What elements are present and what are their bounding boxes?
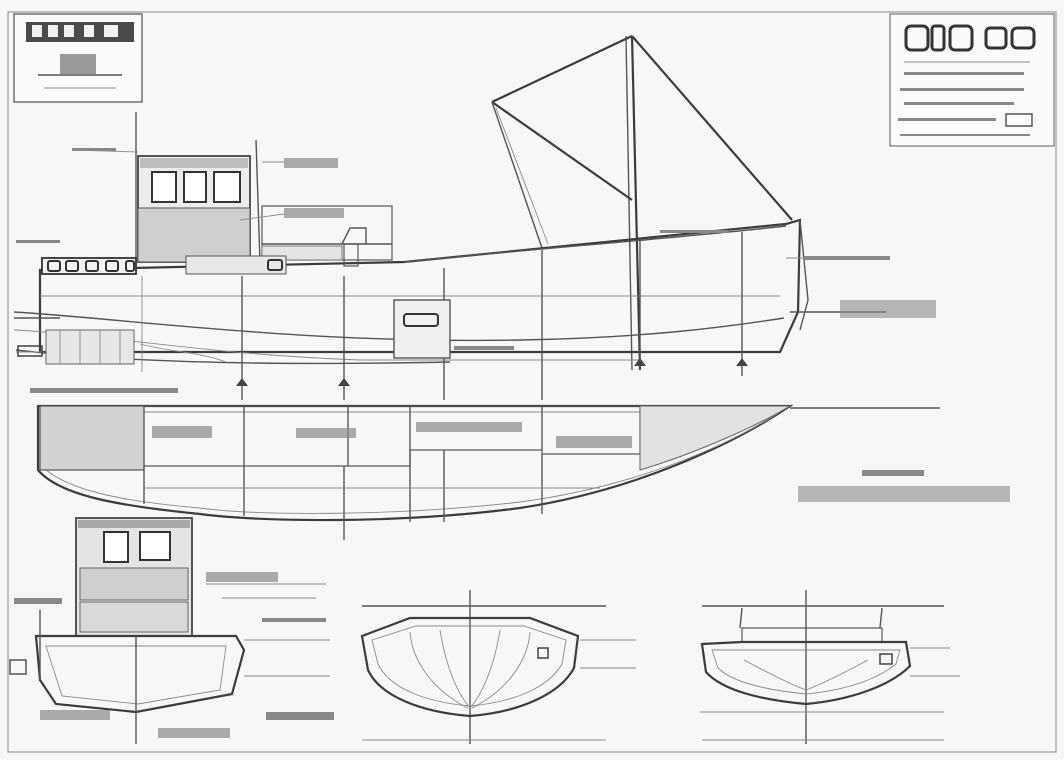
wheelhouse <box>135 112 393 267</box>
profile-view <box>13 35 936 400</box>
station-lines <box>141 232 748 400</box>
section-view-aft <box>700 590 960 744</box>
propeller-detail <box>45 329 227 365</box>
hull-hatch <box>16 299 451 359</box>
plan-callouts <box>152 422 1010 502</box>
sheet-border <box>7 11 1057 753</box>
body-plan-callouts <box>14 572 334 738</box>
profile-callouts <box>16 148 936 393</box>
porthole-row <box>41 255 287 275</box>
thumbnail-view <box>13 13 143 103</box>
title-lettering <box>904 24 1036 52</box>
title-notes <box>898 61 1033 136</box>
plan-view <box>36 404 1010 540</box>
title-block <box>889 13 1055 147</box>
section-view-mid <box>360 590 636 744</box>
mast-and-sail <box>491 35 793 371</box>
body-plan-front <box>9 517 334 744</box>
